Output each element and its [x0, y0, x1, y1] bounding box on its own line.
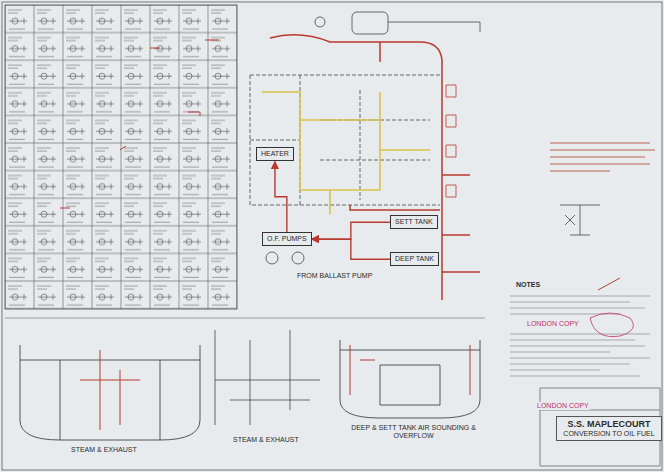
pipe-connector	[312, 239, 390, 259]
pump-symbol	[292, 252, 304, 264]
node-text: SETT TANK	[395, 218, 433, 226]
cross-sections	[5, 318, 485, 440]
steam-line	[80, 350, 140, 430]
drawing-label: FROM BALLAST PUMP	[296, 272, 373, 280]
pipe-connector	[312, 222, 390, 239]
section-divider	[5, 318, 485, 319]
piping-schematic	[250, 12, 480, 300]
pipe-connector	[275, 161, 287, 232]
red-annotations	[60, 40, 219, 208]
drawing-label: NOTES	[515, 281, 541, 289]
drawing-label: LONDON COPY	[536, 402, 590, 410]
title-block: S.S. MAPLECOURTCONVERSION TO OIL FUEL	[556, 416, 662, 441]
stamp-mark	[590, 313, 633, 337]
steam-pipe	[250, 75, 440, 205]
node-text: HEATER	[261, 150, 289, 158]
pump-symbol	[266, 252, 278, 264]
tank-symbol	[352, 12, 388, 34]
symbol-key-grid	[5, 5, 237, 309]
note-lines	[510, 296, 650, 376]
drawing-label: DEEP & SETT TANK AIR SOUNDING & OVERFLOW	[350, 424, 477, 440]
drawing-label: STEAM & EXHAUST	[70, 446, 138, 454]
node-text: S.S. MAPLECOURT	[561, 419, 657, 430]
suction-pipe	[262, 92, 430, 214]
vent-pipe	[388, 22, 480, 32]
heater-box: HEATER	[256, 147, 294, 161]
damper-sketch	[560, 205, 600, 235]
node-text: O.F. PUMPS	[267, 235, 307, 243]
hull-section	[20, 345, 200, 440]
drawing-label: LONDON COPY	[526, 320, 580, 328]
hull-section	[340, 340, 480, 418]
valve-chest	[446, 85, 456, 197]
oil-fuel-pipe	[270, 35, 480, 300]
steam-piping	[215, 330, 320, 425]
gauge-symbol	[315, 17, 325, 27]
sounding-pipe	[350, 345, 470, 395]
pump-box: O.F. PUMPS	[262, 232, 312, 246]
handwritten-note	[550, 143, 655, 171]
red-arrow	[598, 278, 620, 290]
drawing-label: STEAM & EXHAUST	[232, 436, 300, 444]
node-text: DEEP TANK	[395, 255, 434, 263]
node-text: CONVERSION TO OIL FUEL	[561, 430, 657, 438]
tank-box: DEEP TANK	[390, 252, 439, 266]
tank-box: SETT TANK	[390, 215, 438, 229]
